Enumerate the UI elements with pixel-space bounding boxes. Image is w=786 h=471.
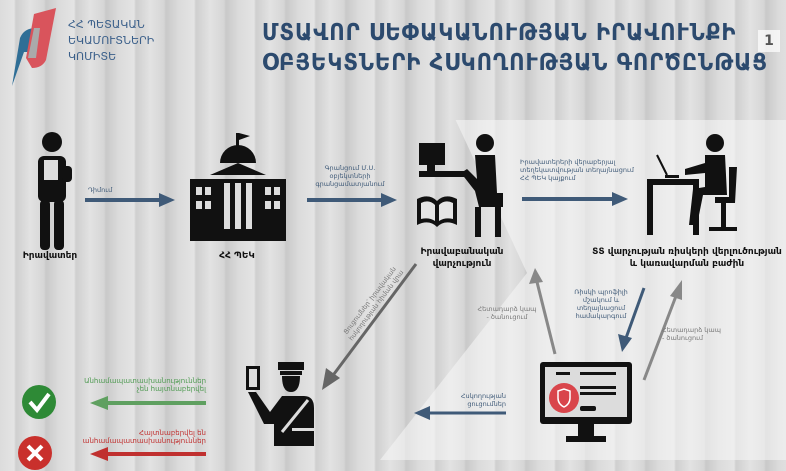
check-circle-icon: [22, 385, 56, 419]
arrow-up-icon: [642, 280, 682, 381]
arrow-right-icon: [85, 193, 175, 207]
computer-worker-icon: [417, 134, 503, 237]
label-line: - ծանուցում: [662, 334, 704, 342]
arrow-right-icon: [307, 193, 397, 207]
sts-logo-icon: [12, 8, 56, 86]
label-line: Իրավաբանական: [420, 247, 504, 257]
label-line: անհամապատասխանություններ: [82, 437, 206, 445]
page-title-line1: ՄՏԱՎՈՐ ՍԵՓԱԿԱՆՈՒԹՅԱՆ ԻՐԱՎՈՒՆՔԻ: [262, 20, 737, 46]
logo-line: ՀՀ ՊԵՏԱԿԱՆ: [68, 18, 145, 31]
label-line: տեղեկատվության տեղայնացում: [520, 166, 634, 174]
arrow-left-icon: [90, 447, 206, 461]
label-line: - ծանուցում: [486, 313, 528, 321]
label-line: Անհամապատասխանություններ: [84, 377, 206, 385]
label-line: համակարգում: [575, 312, 627, 320]
label-line: Ռիսկի պրոֆիլի: [574, 288, 628, 296]
label-line: տեղայնացում: [576, 304, 626, 312]
logo-org-name: ՀՀ ՊԵՏԱԿԱՆ ԵԿԱՄՈՒՏՆԵՐԻ ԿՈՄԻՏԵ: [68, 17, 154, 65]
fail-outcome-label: Հայտնաբերվել են անհամապատասխանություններ: [60, 429, 206, 445]
label-line: Հսկողության: [460, 392, 506, 400]
owner-label: Իրավատեր: [22, 251, 78, 261]
label-line: ցուցումներ: [467, 400, 506, 408]
desk-worker-icon: [647, 134, 737, 235]
arrow-left-icon: [90, 396, 206, 410]
risk-dept-label: ՏՏ վարչության ռիսկերի վերլուծության և կա…: [592, 246, 782, 270]
label-line: Հետադարձ կապ: [477, 305, 537, 313]
label-line: և կառավարման բաժին: [629, 259, 745, 269]
monitor-shield-icon: [540, 362, 632, 442]
legal-dept-label: Իրավաբանական վարչություն: [402, 246, 522, 270]
label-line: Իրավատերերի վերաբերյալ: [520, 158, 616, 166]
arrow-left-icon: [414, 406, 506, 420]
logo-line: ԵԿԱՄՈՒՏՆԵՐԻ: [68, 34, 155, 47]
application-arrow-label: Դիմում: [88, 186, 113, 194]
risk-profile-label: Ռիսկի պրոֆիլի մշակում և տեղայնացում համա…: [566, 288, 636, 320]
label-line: ՀՀ ՊԵԿ կայքում: [520, 174, 576, 182]
registration-arrow-label: Գրանցում Մ.Ս. օբյեկտների գրանցամատյանում: [310, 164, 390, 188]
feedback-left-label: Հետադարձ կապ - ծանուցում: [472, 305, 542, 321]
ok-outcome-label: Անհամապատասխանություններ չեն հայտնաբերվե…: [60, 377, 206, 393]
publication-arrow-label: Իրավատերերի վերաբերյալ տեղեկատվության տե…: [520, 158, 640, 182]
government-building-icon: [190, 133, 286, 241]
label-line: ՏՏ վարչության ռիսկերի վերլուծության: [592, 247, 782, 257]
label-line: չեն հայտնաբերվել: [136, 385, 206, 393]
label-line: Գրանցում Մ.Ս.: [324, 164, 376, 172]
src-label: ՀՀ ՊԵԿ: [219, 251, 255, 261]
arrow-right-icon: [522, 192, 628, 206]
control-instructions-label: Հսկողության ցուցումներ: [440, 392, 506, 408]
logo-line: ԿՈՄԻՏԵ: [68, 50, 117, 63]
person-icon: [38, 132, 72, 250]
arrow-up-icon: [529, 268, 557, 355]
label-line: Հետադարձ կապ: [662, 326, 721, 334]
x-circle-icon: [18, 436, 52, 470]
page-title-line2: ՕԲՅԵԿՏՆԵՐԻ ՀՍԿՈՂՈՒԹՅԱՆ ԳՈՐԾԸՆԹԱՑ: [262, 50, 768, 76]
arrow-down-icon: [618, 287, 646, 352]
label-line: Հայտնաբերվել են: [139, 429, 206, 437]
label-line: գրանցամատյանում: [315, 180, 385, 188]
channel-logo: 1: [758, 30, 780, 52]
label-line: օբյեկտների: [329, 172, 371, 180]
arrow-down-left-icon: [322, 263, 418, 390]
label-line: մշակում և: [582, 296, 620, 304]
feedback-right-label: Հետադարձ կապ - ծանուցում: [662, 326, 732, 342]
customs-officer-icon: [246, 362, 314, 446]
label-line: վարչություն: [432, 259, 492, 269]
